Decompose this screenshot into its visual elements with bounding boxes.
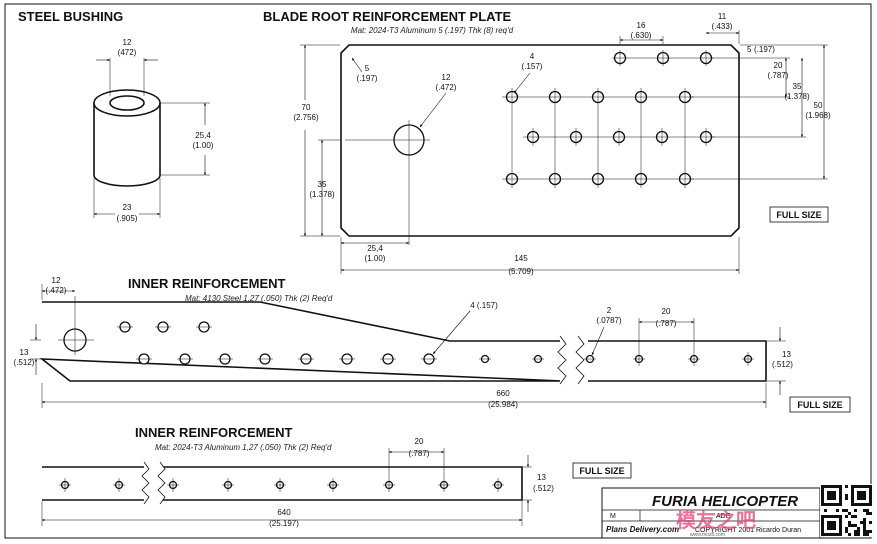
plate-dim-35l-in: (1.378) [309,190,335,199]
plate-dim-4-in: (.157) [522,62,543,71]
plate-dim-corner: 5 [365,64,370,73]
inner2-dim-640-in: (25.197) [269,519,299,528]
bushing-body [93,103,161,187]
title-block-copyright: COPYRIGHT 2001 Ricardo Duran [695,527,801,534]
plate-dim-35r-in: (1.378) [784,92,810,101]
plate-hole-centerlines [502,50,715,188]
plate-material: Mat: 2024-T3 Aluminum 5 (.197) Thk (8) r… [351,26,514,35]
inner1-dim-20-in: (.787) [656,319,677,328]
inner1-dim-13l: 13 [20,348,29,357]
inner1-dim-12: 12 [52,276,61,285]
inner1-scale-label: FULL SIZE [797,400,842,410]
plate-dim-5: 5 [747,45,752,54]
title-block-plans: Plans Delivery.com [606,525,679,534]
inner2-dim-20: 20 [415,437,424,446]
inner1-break [557,335,585,385]
inner1-dim-2-in: (.0787) [596,316,622,325]
bushing-dim-254: 25,4 [195,131,211,140]
plate-title: BLADE ROOT REINFORCEMENT PLATE [263,9,512,24]
title-block-frame [601,487,821,539]
inner2-break [141,461,166,505]
inner1-outline [39,301,767,382]
inner1-scale-box [789,396,851,413]
blade-root-plate: BLADE ROOT REINFORCEMENT PLATE Mat: 2024… [263,9,831,276]
inner1-dim-2: 2 [607,306,612,315]
plate-dim-35l: 35 [318,180,327,189]
plate-scale-box [769,206,829,223]
steel-bushing: STEEL BUSHING 12 (472) 25,4 (1.00) 23 (.… [18,9,214,223]
watermark-text: 模友之吧 [676,508,756,532]
plate-dim-145-in: (5.709) [508,267,534,276]
title-block-brand: FURIA HELICOPTER [652,493,798,510]
plate-dim-corner-in: (.197) [357,74,378,83]
inner-reinforcement-aluminum: INNER REINFORCEMENT Mat: 2024-T3 Aluminu… [41,425,632,528]
inner1-dim-20: 20 [662,307,671,316]
inner2-dim-13: 13 [537,473,546,482]
inner1-material: Mat: 4130 Steel 1,27 (.050) Thk (2) Req'… [185,294,333,303]
watermark-url: www.moz8.com [690,532,725,538]
plate-dim-50: 50 [814,101,823,110]
title-block-row1: M [610,513,616,520]
plate-dim-254-in: (1.00) [365,254,386,263]
inner2-dim-640: 640 [277,508,291,517]
qr-code-icon [820,484,873,537]
plate-dim-70: 70 [302,103,311,112]
plate-dim-5-in: (.197) [754,45,775,54]
inner2-title: INNER REINFORCEMENT [135,425,293,440]
inner1-dim-660: 660 [496,389,510,398]
inner1-dim-13r: 13 [782,350,791,359]
plate-dim-12: 12 [442,73,451,82]
plate-dim-11: 11 [718,12,727,21]
plate-scale-label: FULL SIZE [776,210,821,220]
inner2-scale-box [572,462,632,479]
bushing-dim-23-in: (.905) [117,214,138,223]
inner1-dim-13r-in: (.512) [772,360,793,369]
plate-dim-16: 16 [637,21,646,30]
inner-reinforcement-steel: INNER REINFORCEMENT Mat: 4130 Steel 1,27… [14,276,851,413]
plate-dim-145: 145 [514,254,528,263]
plate-dim-16-in: (.630) [631,31,652,40]
inner1-dim-4: 4 (.157) [470,301,498,310]
sheet-border [4,3,872,539]
bushing-dim-254-in: (1.00) [193,141,214,150]
bushing-bore [109,95,145,111]
title-block: FURIA HELICOPTER M ADE Plans Delivery.co… [601,487,821,539]
watermark: 模友之吧 www.moz8.com [676,508,756,538]
inner2-dim-20-in: (.787) [409,449,430,458]
plate-dim-11-in: (.433) [712,22,733,31]
plate-dim-20-in: (.787) [768,71,789,80]
bushing-dim-23: 23 [123,203,132,212]
inner2-material: Mat: 2024-T3 Aluminum 1,27 (.050) Thk (2… [155,443,332,452]
inner1-dim-13l-in: (.512) [14,358,35,367]
bushing-title: STEEL BUSHING [18,9,123,24]
inner2-scale-label: FULL SIZE [579,466,624,476]
inner1-dim-12-in: (.472) [46,286,67,295]
bushing-dim-12-in: (472) [118,48,137,57]
plate-dim-20: 20 [774,61,783,70]
plate-dim-70-in: (2.756) [293,113,319,122]
inner1-dim-660-in: (25.984) [488,400,518,409]
plate-dim-50-in: (1.968) [805,111,831,120]
title-block-row2: ADE [716,513,731,520]
bushing-dim-12: 12 [123,38,132,47]
plate-dim-35r: 35 [793,82,802,91]
plate-dim-12-in: (.472) [436,83,457,92]
plate-dim-254: 25,4 [367,244,383,253]
plate-dim-4: 4 [530,52,535,61]
inner2-dim-13-in: (.512) [533,484,554,493]
inner1-title: INNER REINFORCEMENT [128,276,286,291]
